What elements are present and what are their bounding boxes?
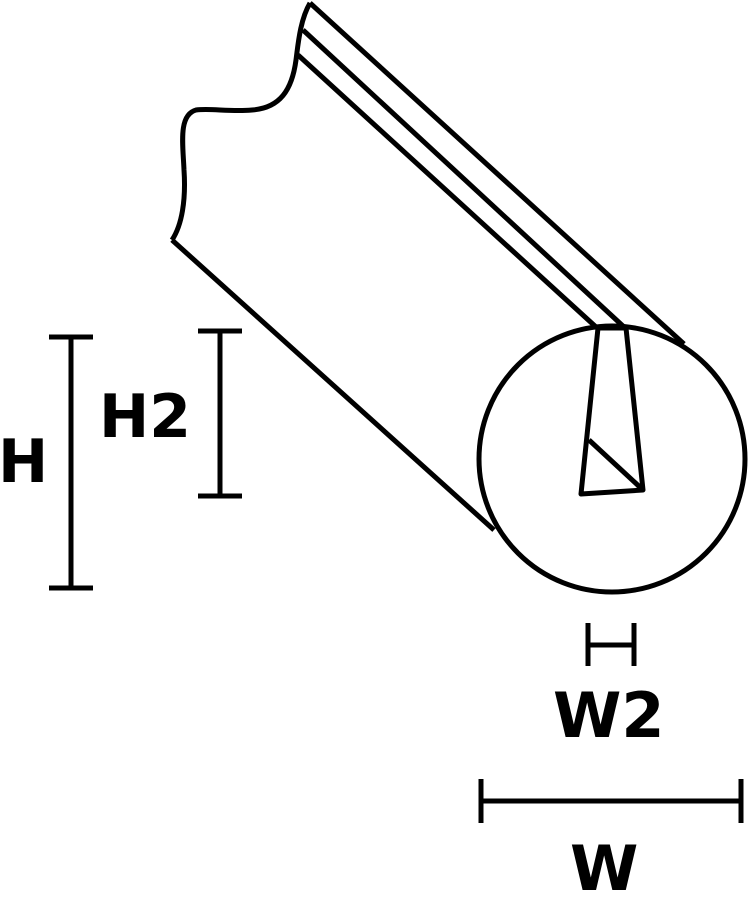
dimension-h2-marker (198, 328, 242, 499)
dimension-h-label: H (0, 427, 49, 497)
dimension-w-label: W (570, 832, 639, 905)
dimension-w2-label: W2 (553, 679, 665, 752)
dimension-h2-label: H2 (99, 382, 191, 452)
dimension-w-marker (478, 779, 744, 823)
profile-body (169, 1, 686, 532)
slot-shape (578, 325, 646, 497)
dimension-w2-marker (585, 623, 637, 666)
dimension-h-marker (49, 334, 93, 591)
